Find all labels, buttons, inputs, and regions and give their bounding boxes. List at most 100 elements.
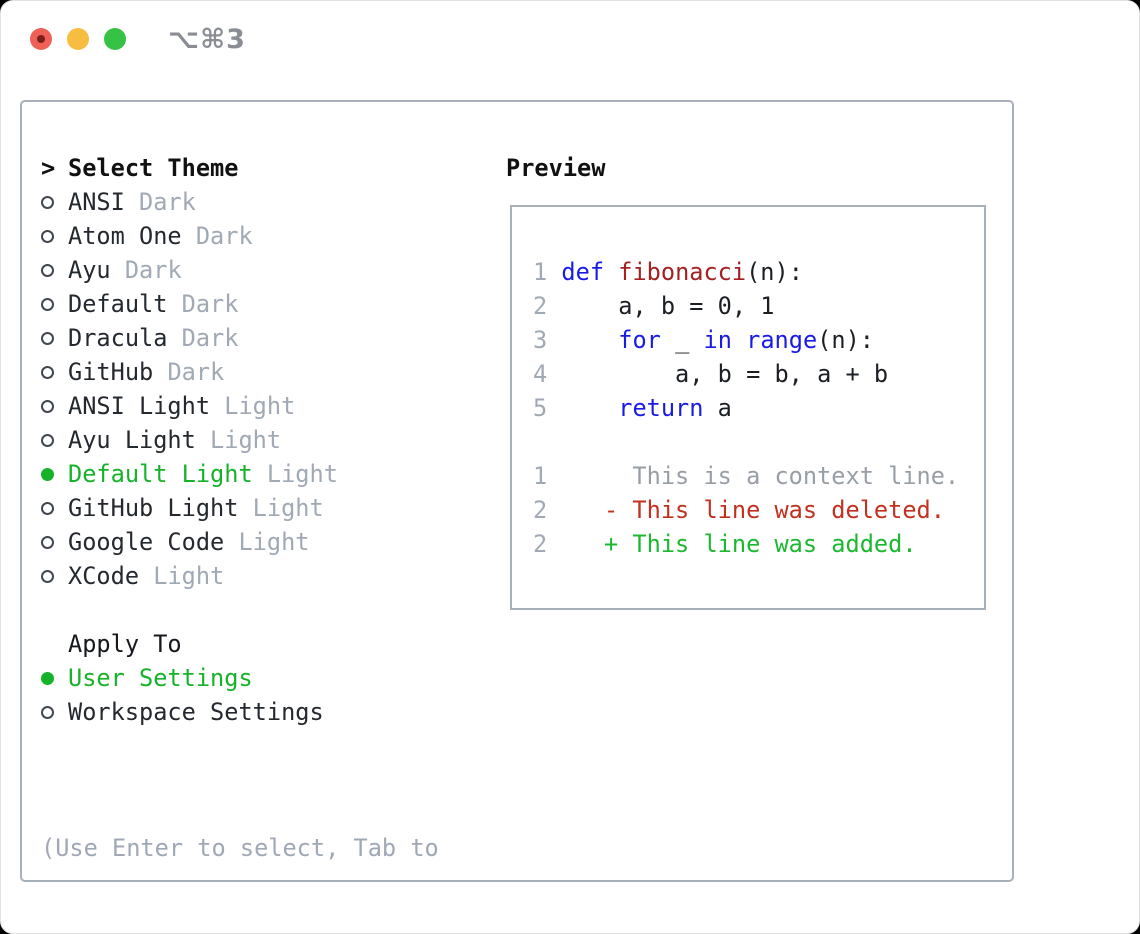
preview-title: Preview: [506, 154, 606, 182]
code-token: a, b = b, a + b: [561, 360, 889, 388]
line-number: 5: [533, 394, 548, 422]
theme-select-header: > Select Theme: [41, 151, 439, 185]
theme-select-title: Select Theme: [68, 154, 239, 182]
radio-icon: [41, 433, 68, 447]
radio-icon: [41, 399, 68, 413]
line-number: 1: [533, 462, 548, 490]
theme-name: ANSI: [68, 188, 125, 216]
line-number: 2: [533, 530, 548, 558]
theme-name: GitHub: [68, 358, 154, 386]
theme-variant-tag: Light: [153, 562, 225, 590]
radio-icon: [41, 297, 68, 311]
section-gap: [41, 729, 439, 763]
radio-icon: [41, 467, 68, 481]
diff-text: - This line was deleted.: [561, 496, 945, 524]
theme-name: Atom One: [68, 222, 182, 250]
diff-text: + This line was added.: [561, 530, 917, 558]
radio-icon: [41, 195, 68, 209]
line-number: 2: [533, 496, 548, 524]
code-token: for: [618, 326, 661, 354]
code-token: a, b = 0, 1: [561, 292, 775, 320]
titlebar: ⌥⌘3: [1, 1, 1139, 77]
apply-to-header: Apply To: [41, 627, 439, 661]
theme-name: XCode: [68, 562, 140, 590]
theme-variant-tag: Dark: [167, 358, 225, 386]
close-button[interactable]: [30, 28, 52, 50]
diff-context-line: 1 This is a context line.: [533, 459, 984, 493]
code-token: [561, 394, 618, 422]
theme-variant-tag: Light: [238, 528, 310, 556]
line-number: 4: [533, 360, 548, 388]
theme-variant-tag: Dark: [139, 188, 196, 216]
section-gap: [41, 593, 439, 627]
theme-item-dracula-dark[interactable]: Dracula Dark: [41, 321, 439, 355]
theme-name: GitHub Light: [68, 494, 239, 522]
code-token: (n):: [746, 258, 803, 286]
theme-picker-panel: > Select Theme ANSI Dark Atom One Dark A…: [20, 100, 1014, 882]
theme-name: Ayu Light: [68, 426, 196, 454]
diff-text: This is a context line.: [561, 462, 960, 490]
radio-icon: [41, 331, 68, 345]
theme-variant-tag: Light: [266, 460, 338, 488]
code-token: [732, 326, 746, 354]
theme-item-ansi-light[interactable]: ANSI Light Light: [41, 389, 439, 423]
code-token: range: [746, 326, 818, 354]
code-line: 5 return a: [533, 391, 984, 425]
theme-variant-tag: Dark: [195, 222, 253, 250]
theme-item-ayu-dark[interactable]: Ayu Dark: [41, 253, 439, 287]
theme-variant-tag: Dark: [181, 324, 239, 352]
code-token: def: [561, 258, 605, 286]
keyboard-hint-line: (Use Enter to select, Tab to: [41, 834, 439, 862]
theme-item-default-dark[interactable]: Default Dark: [41, 287, 439, 321]
minimize-button[interactable]: [67, 28, 89, 50]
theme-item-google-code[interactable]: Google Code Light: [41, 525, 439, 559]
theme-item-github-dark[interactable]: GitHub Dark: [41, 355, 439, 389]
code-token: (n):: [817, 326, 874, 354]
theme-item-ansi-dark[interactable]: ANSI Dark: [41, 185, 439, 219]
line-number: 3: [533, 326, 548, 354]
code-token: in: [703, 326, 732, 354]
apply-option-label: Workspace Settings: [68, 698, 324, 726]
line-number: 1: [533, 258, 548, 286]
theme-variant-tag: Dark: [124, 256, 182, 284]
theme-name: Google Code: [68, 528, 225, 556]
code-line: 2 a, b = 0, 1: [533, 289, 984, 323]
radio-icon: [41, 263, 68, 277]
theme-item-ayu-light[interactable]: Ayu Light Light: [41, 423, 439, 457]
theme-name: Default Light: [68, 460, 253, 488]
theme-item-default-light[interactable]: Default Light Light: [41, 457, 439, 491]
radio-icon: [41, 535, 68, 549]
code-token: return: [618, 394, 704, 422]
radio-icon: [41, 705, 68, 719]
code-token: fibonacci: [618, 258, 747, 286]
apply-to-title: Apply To: [68, 630, 182, 658]
theme-variant-tag: Light: [224, 392, 296, 420]
apply-option-label: User Settings: [68, 664, 253, 692]
code-line: 3 for _ in range (n):: [533, 323, 984, 357]
theme-name: Dracula: [68, 324, 168, 352]
prompt-caret-icon: >: [41, 154, 56, 182]
radio-icon: [41, 501, 68, 515]
apply-option-workspace-settings[interactable]: Workspace Settings: [41, 695, 439, 729]
zoom-button[interactable]: [104, 28, 126, 50]
radio-icon: [41, 365, 68, 379]
code-line: 1 def fibonacci (n):: [533, 255, 984, 289]
theme-variant-tag: Light: [210, 426, 282, 454]
code-token: _: [660, 326, 704, 354]
diff-added-line: 2 + This line was added.: [533, 527, 984, 561]
blank-line: [533, 425, 984, 459]
apply-option-user-settings[interactable]: User Settings: [41, 661, 439, 695]
code-line: 4 a, b = b, a + b: [533, 357, 984, 391]
line-number: 2: [533, 292, 548, 320]
window-shortcut-label: ⌥⌘3: [168, 24, 246, 55]
code-token: [561, 326, 618, 354]
code-token: [604, 258, 618, 286]
radio-icon: [41, 569, 68, 583]
theme-item-atom-one-dark[interactable]: Atom One Dark: [41, 219, 439, 253]
theme-name: Ayu: [68, 256, 111, 284]
theme-item-github-light[interactable]: GitHub Light Light: [41, 491, 439, 525]
theme-name: Default: [68, 290, 168, 318]
theme-item-xcode[interactable]: XCode Light: [41, 559, 439, 593]
theme-variant-tag: Light: [252, 494, 324, 522]
